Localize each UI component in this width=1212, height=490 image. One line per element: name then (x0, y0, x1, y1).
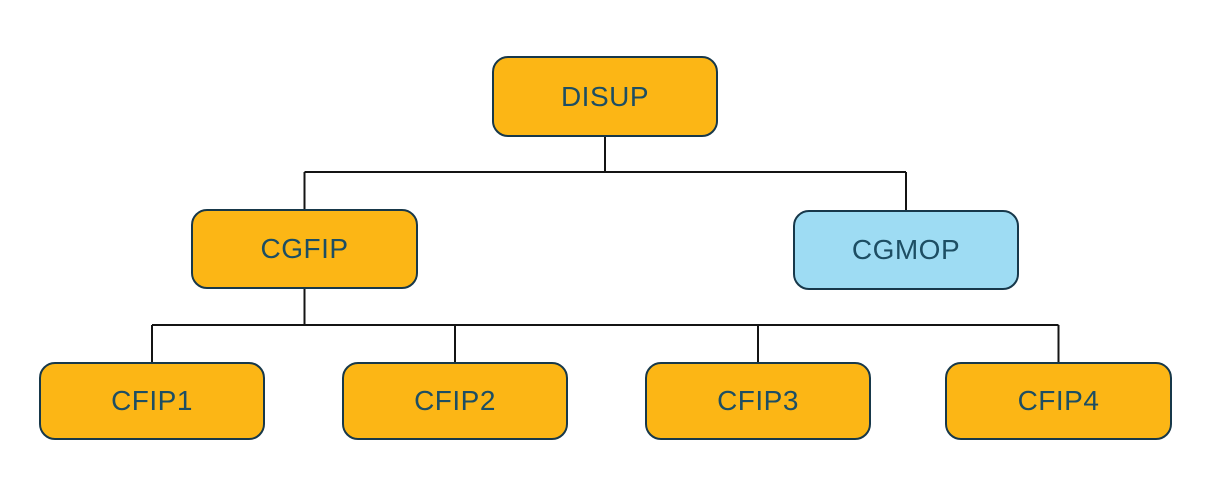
node-disup-label: DISUP (560, 80, 650, 112)
node-cfip1-label: CFIP1 (111, 385, 193, 416)
node-cgmop-label: CGMOP (851, 234, 961, 265)
node-cfip2-label: CFIP2 (414, 385, 496, 416)
node-cfip1: CFIP1 (39, 362, 265, 440)
node-cfip3: CFIP3 (645, 362, 871, 440)
node-cgfip: CGFIP (191, 209, 418, 289)
node-disup: DISUP (492, 56, 718, 137)
node-cfip3-label: CFIP3 (717, 385, 799, 416)
node-cgfip-label: CGFIP (260, 233, 349, 264)
node-cgmop: CGMOP (793, 210, 1019, 290)
node-cfip2: CFIP2 (342, 362, 568, 440)
node-cfip4: CFIP4 (945, 362, 1172, 440)
node-cfip4-label: CFIP4 (1017, 385, 1100, 416)
